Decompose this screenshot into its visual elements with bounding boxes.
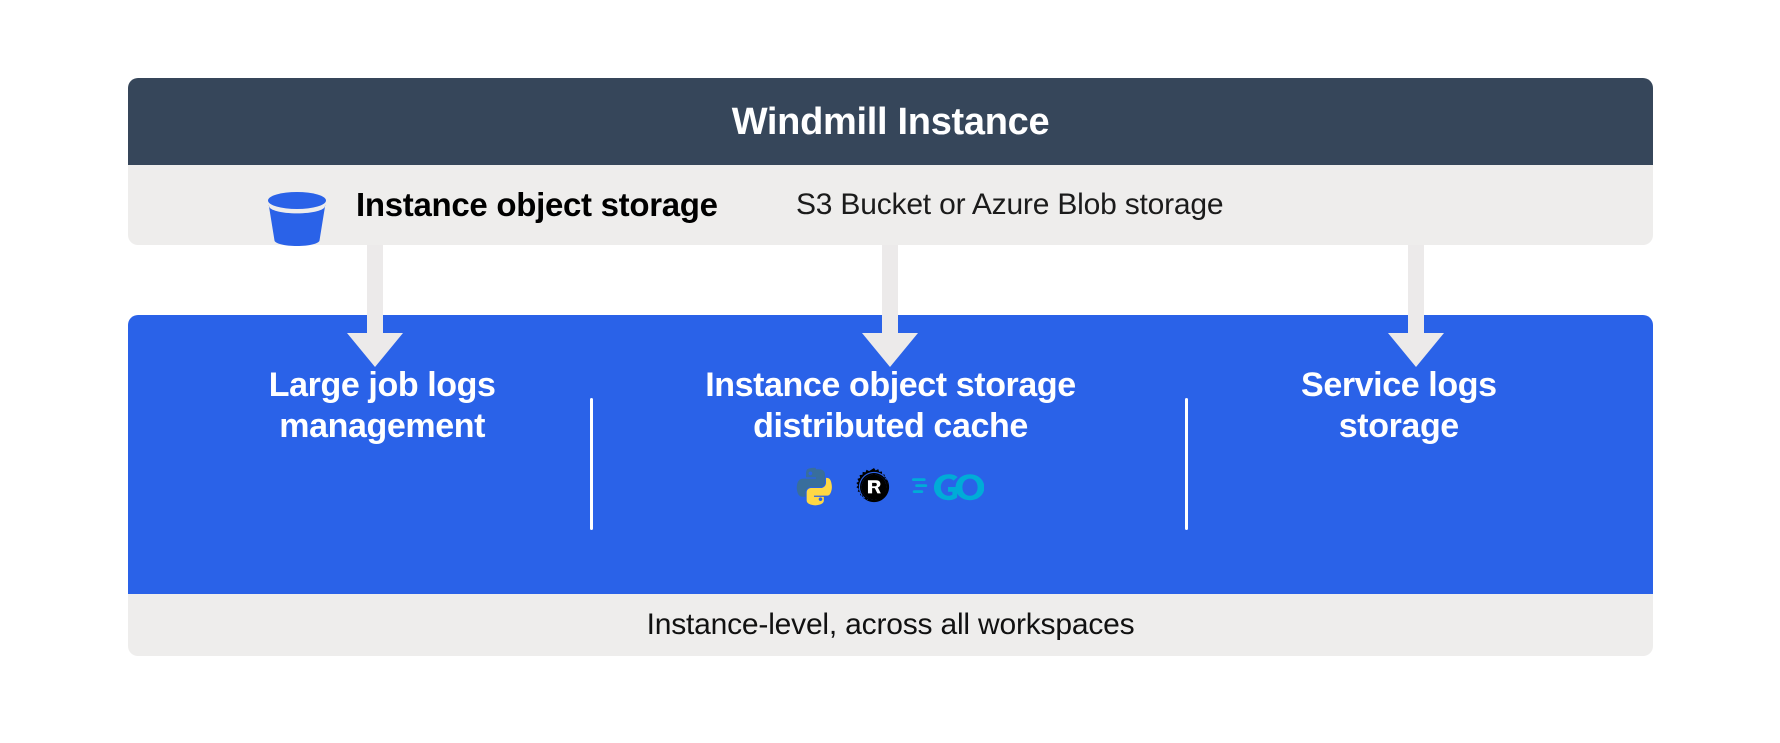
- instance-object-storage-band: Instance object storage S3 Bucket or Azu…: [128, 165, 1653, 247]
- instance-object-storage-label: Instance object storage: [356, 186, 718, 223]
- instance-header-bar: Windmill Instance: [128, 78, 1653, 165]
- instance-object-storage-subtitle: S3 Bucket or Azure Blob storage: [796, 188, 1224, 221]
- go-icon: [912, 471, 985, 503]
- arrow-to-large-job-logs-icon: [347, 245, 403, 367]
- panel-column-distributed-cache: Instance object storage distributed cach…: [636, 315, 1144, 510]
- windmill-instance-diagram: Windmill Instance Instance object storag…: [128, 78, 1653, 656]
- scope-footer-band: Instance-level, across all workspaces: [128, 594, 1653, 656]
- bucket-icon: [266, 191, 328, 247]
- scope-footer-text: Instance-level, across all workspaces: [646, 608, 1135, 641]
- panel-column-title: Instance object storage distributed cach…: [705, 366, 1076, 446]
- column-divider-right: [1185, 398, 1188, 530]
- page-title: Windmill Instance: [731, 100, 1050, 143]
- rust-icon: [854, 467, 894, 507]
- arrow-to-service-logs-icon: [1388, 245, 1444, 367]
- panel-column-service-logs: Service logs storage: [1145, 315, 1653, 448]
- arrow-to-distributed-cache-icon: [862, 245, 918, 367]
- panel-column-title: Large job logs management: [268, 366, 496, 446]
- python-icon: [796, 467, 836, 507]
- column-divider-left: [590, 398, 593, 530]
- panel-column-large-job-logs: Large job logs management: [128, 315, 636, 448]
- language-icons-row: [796, 464, 985, 510]
- panel-column-title: Service logs storage: [1301, 366, 1497, 446]
